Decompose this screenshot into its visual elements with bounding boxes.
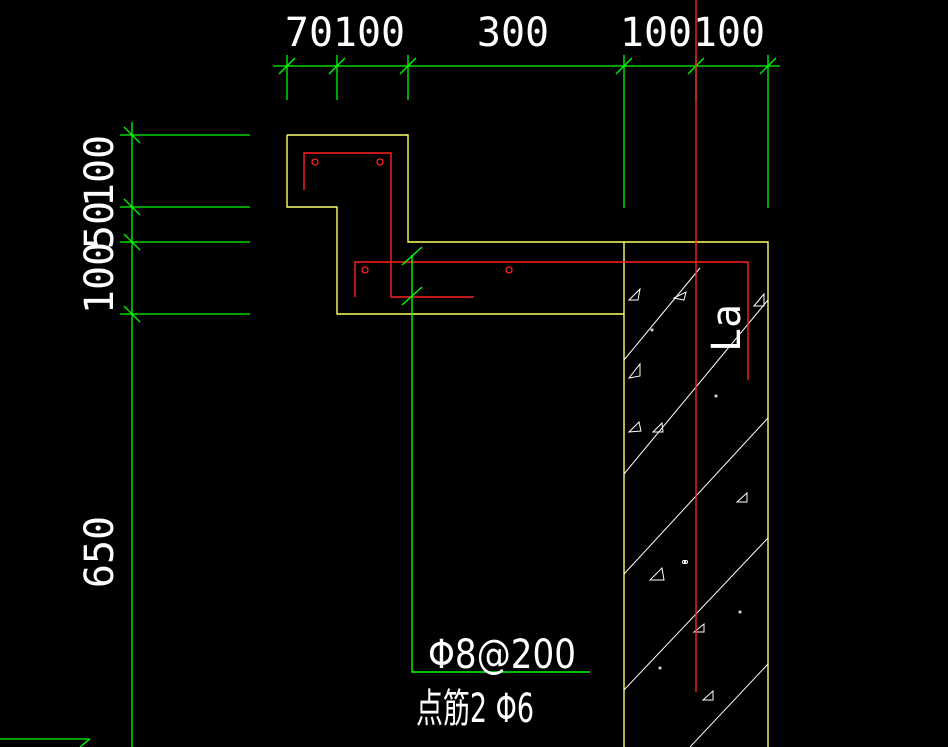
stirrup-line bbox=[401, 246, 590, 673]
rebar-dots bbox=[311, 158, 513, 274]
dim-left-50: 50 bbox=[77, 201, 123, 249]
section-outline bbox=[286, 134, 769, 747]
dim-left-650: 650 bbox=[77, 516, 123, 588]
anchorage-label: La bbox=[704, 304, 750, 352]
dim-top-70: 70 bbox=[285, 10, 333, 56]
top-dimension-chain bbox=[273, 55, 780, 208]
distribution-bar-label: 点筋2 Φ6 bbox=[416, 686, 534, 732]
dim-top-300: 300 bbox=[477, 10, 549, 56]
dim-top-100-b: 100 bbox=[620, 10, 692, 56]
rebar bbox=[303, 0, 749, 692]
dim-left-100-a: 100 bbox=[77, 135, 123, 207]
dim-top-100-c: 100 bbox=[693, 10, 765, 56]
dim-top-100-a: 100 bbox=[333, 10, 405, 56]
aggregate-marks bbox=[627, 287, 765, 701]
left-dimension-chain bbox=[0, 122, 250, 747]
dim-left-100-b: 100 bbox=[77, 242, 123, 314]
stirrup-label: Φ8@200 bbox=[428, 632, 576, 678]
